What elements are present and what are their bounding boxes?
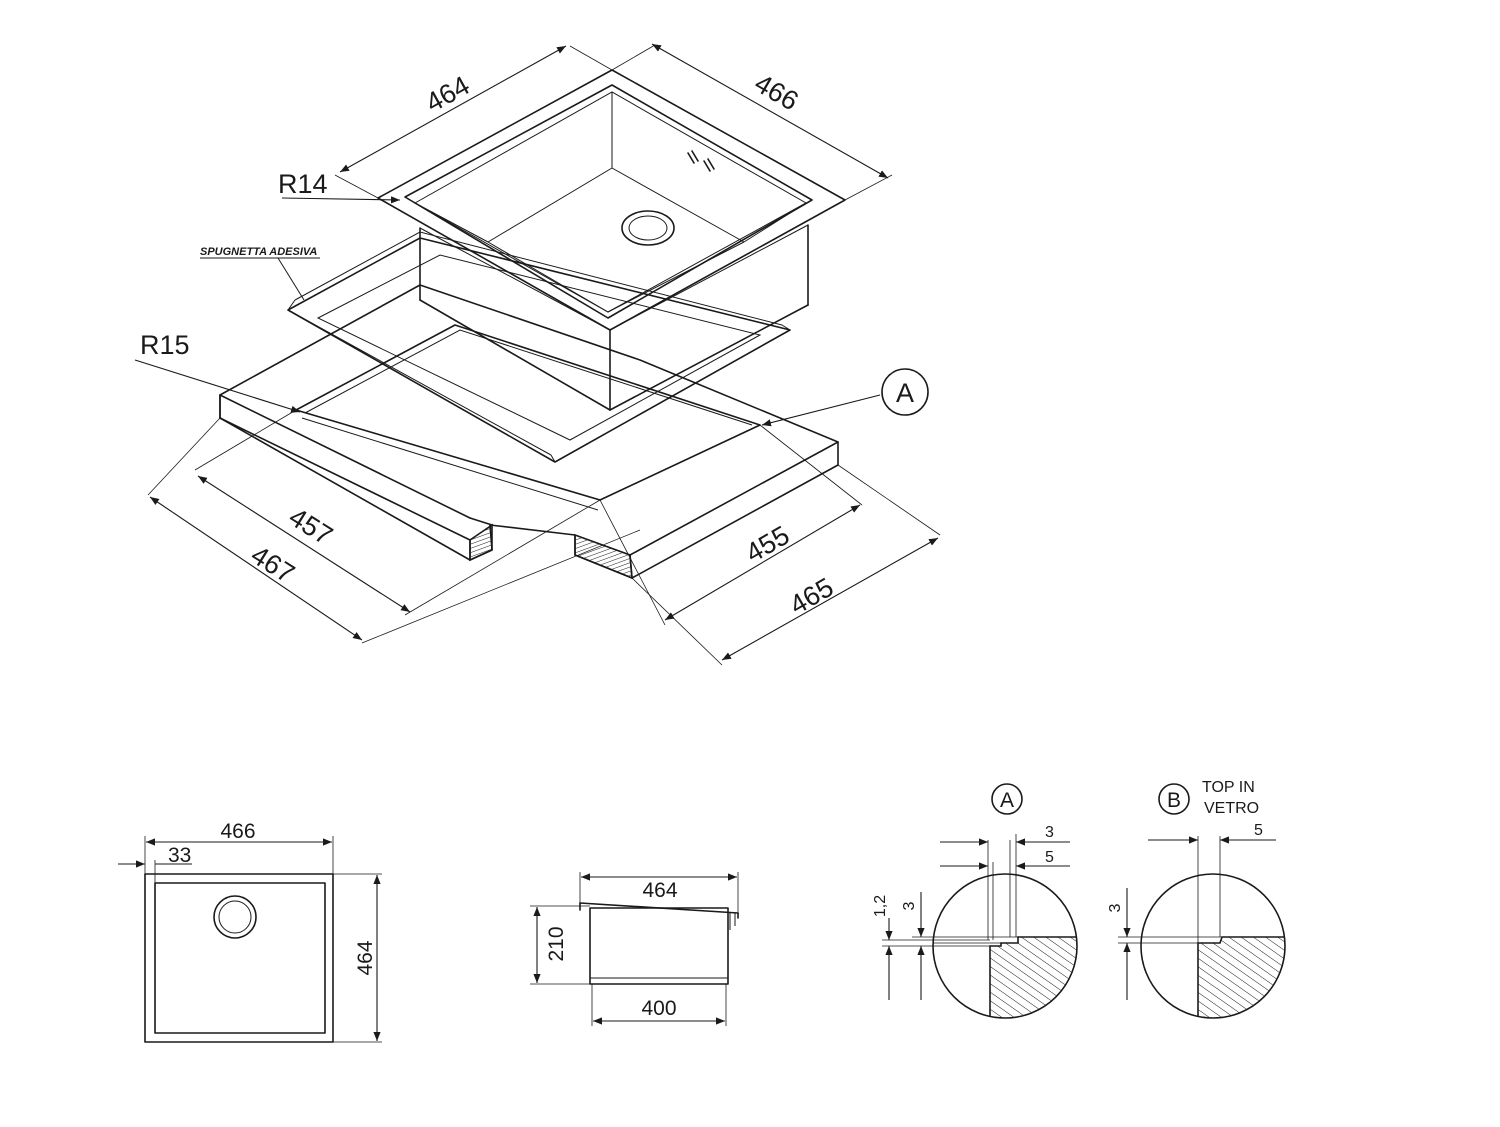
plan-width-label: 466 <box>220 820 255 843</box>
radius-sink-label: R14 <box>278 169 328 199</box>
dim-inner-left-label: 457 <box>284 502 338 551</box>
isometric-view: 464 466 R14 SPUGNETTA ADESIVA R15 <box>134 43 941 666</box>
dim-466-iso: 466 <box>611 43 893 201</box>
adhesive-gasket <box>287 231 791 463</box>
dim-outer-left-label: 467 <box>246 540 300 589</box>
detail-a-dim-5: 5 <box>1045 849 1054 866</box>
plan-view: 466 33 464 <box>118 820 382 1043</box>
dim-inner-right-label: 455 <box>740 520 794 569</box>
section-height-label: 210 <box>545 926 568 961</box>
detail-b-note-line1: TOP IN <box>1202 779 1255 796</box>
overflow-slots-icon <box>687 150 715 172</box>
wood-section-left <box>469 523 493 562</box>
dim-465-iso: 465 <box>631 464 941 666</box>
adhesive-label: SPUGNETTA ADESIVA <box>200 246 317 258</box>
dim-top-right-label: 466 <box>749 68 803 117</box>
dim-464-iso: 464 <box>334 45 613 199</box>
detail-b-label: B <box>1167 789 1181 812</box>
adhesive-label-callout: SPUGNETTA ADESIVA <box>200 246 320 301</box>
detail-a-dim-1-2: 1,2 <box>872 895 889 917</box>
dim-467-iso: 467 <box>147 417 641 644</box>
section-top-width-label: 464 <box>642 879 677 902</box>
dim-top-left-label: 464 <box>421 70 475 118</box>
section-bottom-width-label: 400 <box>641 997 676 1020</box>
wood-section-right <box>574 533 633 580</box>
detail-a-dim-3-top: 3 <box>1045 824 1054 841</box>
radius-cut-label: R15 <box>140 330 190 360</box>
plan-drain-icon <box>213 895 257 939</box>
radius-r14-callout: R14 <box>278 169 401 204</box>
detail-a-label: A <box>1000 789 1014 812</box>
detail-b-dim-5: 5 <box>1254 822 1263 839</box>
dim-outer-right-label: 465 <box>784 572 838 621</box>
detail-b-dim-3-side: 3 <box>1107 903 1124 912</box>
detail-a-dim-3-side: 3 <box>901 901 918 910</box>
sink-bowl <box>377 69 846 411</box>
detail-callout-label: A <box>896 378 914 408</box>
detail-b: B TOP IN VETRO 5 3 <box>1107 779 1286 1019</box>
detail-a: A 3 5 1,2 3 <box>872 783 1078 1019</box>
drain-icon <box>621 210 675 246</box>
detail-b-note-line2: VETRO <box>1204 800 1259 817</box>
plan-flange-label: 33 <box>168 844 191 867</box>
radius-r15-callout: R15 <box>134 330 301 413</box>
section-view: 464 210 400 <box>530 872 739 1026</box>
detail-a-callout: A <box>761 368 929 427</box>
plan-depth-label: 464 <box>354 940 377 975</box>
